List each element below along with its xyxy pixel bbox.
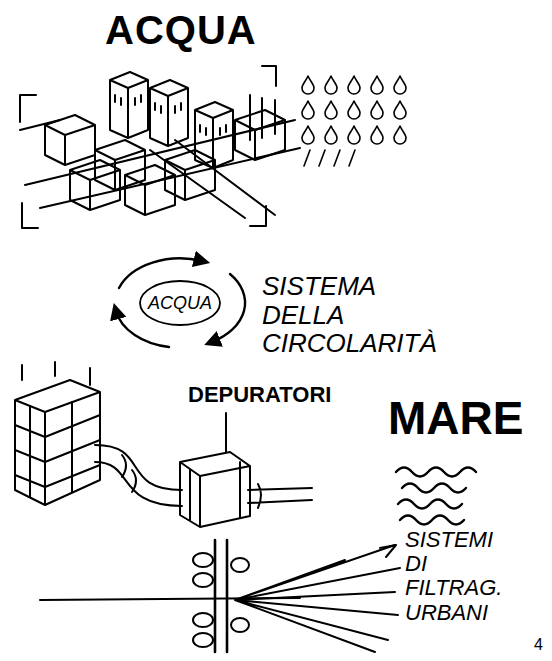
component-label: DEPURATORI xyxy=(188,383,331,407)
city-sketch xyxy=(20,72,300,218)
rain-drops xyxy=(302,76,406,166)
system-note: SISTEMI DI FILTRAG. URBANI xyxy=(405,528,520,625)
sea-waves xyxy=(396,468,476,525)
sea-label: MARE xyxy=(388,393,523,444)
treatment-plant xyxy=(180,452,250,527)
frame-bracket xyxy=(20,66,276,228)
diagram-title: ACQUA xyxy=(105,8,245,53)
page-number: 4 xyxy=(534,636,543,654)
system-note: SISTEMA DELLA CIRCOLARITÀ xyxy=(262,272,442,358)
cycle-node: ACQUA xyxy=(100,248,260,358)
node-label: ACQUA xyxy=(148,293,212,314)
building-sketch xyxy=(15,362,100,505)
filter-sketch xyxy=(40,540,400,652)
pipe xyxy=(95,445,312,508)
leader-line xyxy=(225,413,227,452)
